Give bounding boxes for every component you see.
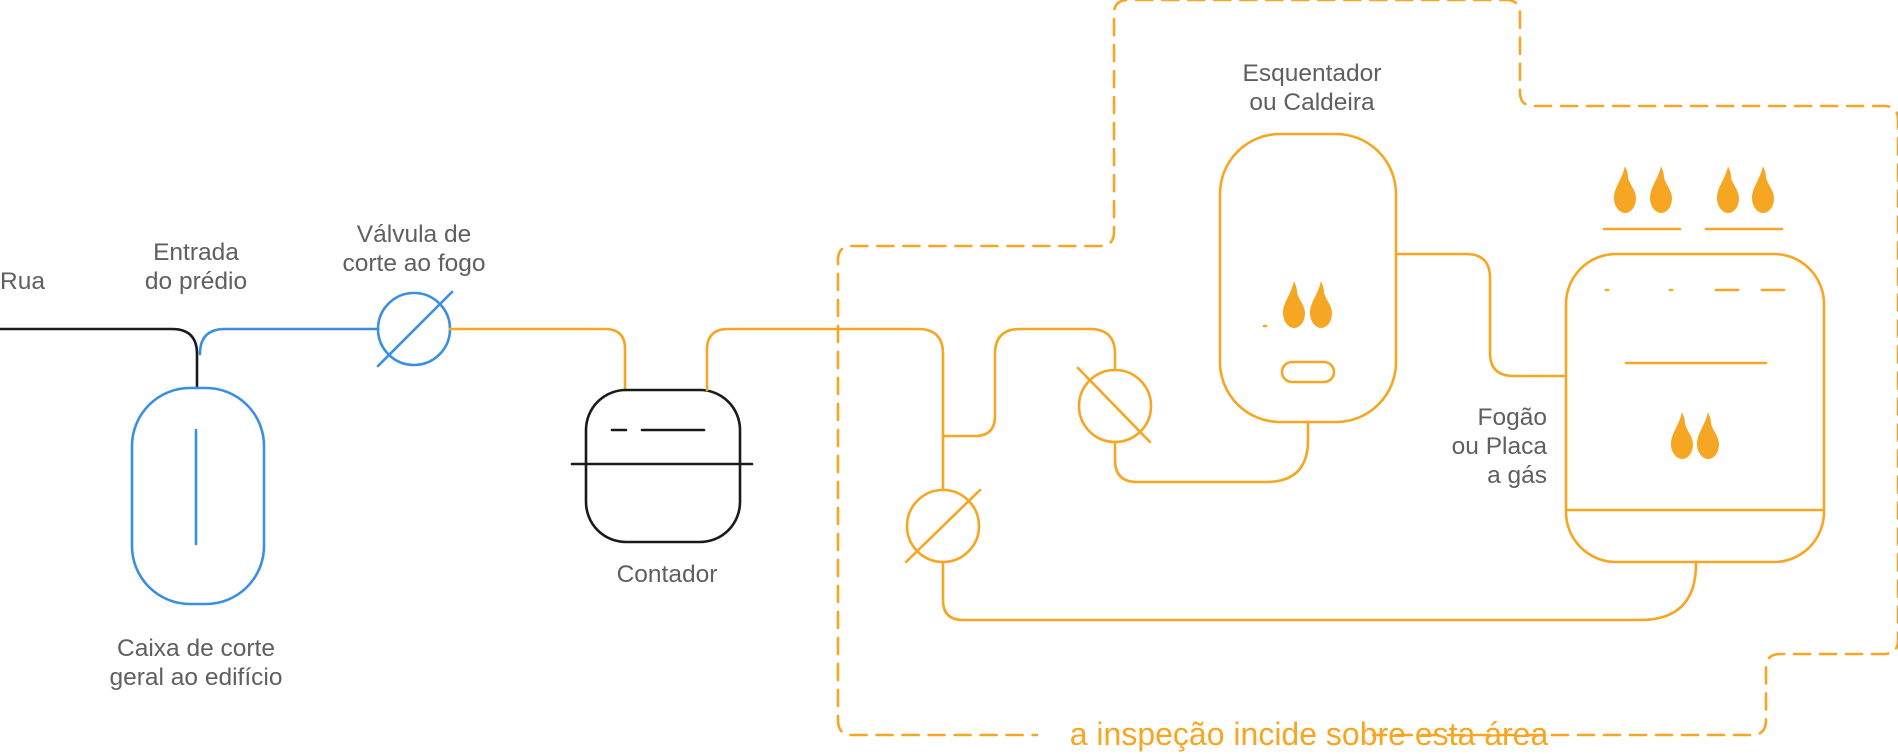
label-fire-valve-line1: Válvula de xyxy=(357,221,471,248)
street-pipe xyxy=(0,327,199,390)
flame-icon xyxy=(1717,166,1739,213)
heater-branch-pipe xyxy=(941,327,1117,438)
building-cutoff-box xyxy=(130,386,266,606)
label-meter: Contador xyxy=(617,561,718,588)
label-stove-line3: a gás xyxy=(1487,462,1547,489)
inspection-area-boundary xyxy=(836,0,1898,737)
gas-stove xyxy=(1564,227,1826,564)
heater-stove-link-pipe xyxy=(1394,252,1568,378)
stove-valve-icon xyxy=(904,488,982,564)
stove-supply-pipe xyxy=(941,560,1698,622)
gas-pipe-from-meter xyxy=(705,327,945,492)
gas-pipe-to-meter xyxy=(448,327,627,392)
fire-valve-icon xyxy=(376,290,454,368)
label-heater-line2: ou Caldeira xyxy=(1249,89,1375,116)
flame-icon xyxy=(1614,166,1636,213)
label-cutoff-box-line1: Caixa de corte xyxy=(117,635,275,662)
heater-valve-icon xyxy=(1076,366,1153,444)
label-inspection-area: a inspeção incide sobre esta área xyxy=(1070,716,1549,752)
inspection-caption-bg xyxy=(1038,712,1372,754)
flame-icon xyxy=(1671,412,1693,459)
flames-group xyxy=(1283,166,1774,459)
building-entrance-pipe xyxy=(198,327,380,356)
flame-icon xyxy=(1310,281,1332,328)
heater-supply-pipe xyxy=(1113,420,1310,484)
label-heater-line1: Esquentador xyxy=(1243,60,1382,87)
label-stove-line2: ou Placa xyxy=(1452,433,1548,460)
label-fire-valve-line2: corte ao fogo xyxy=(342,250,485,277)
flame-icon xyxy=(1283,281,1305,328)
label-building-entrance-line2: do prédio xyxy=(145,268,247,295)
gas-meter xyxy=(570,388,754,544)
water-heater xyxy=(1218,132,1398,424)
label-stove-line1: Fogão xyxy=(1478,404,1547,431)
label-building-entrance-line1: Entrada xyxy=(153,239,239,266)
label-cutoff-box-line2: geral ao edifício xyxy=(110,664,283,691)
flame-icon xyxy=(1752,166,1774,213)
flame-icon xyxy=(1697,412,1719,459)
flame-icon xyxy=(1650,166,1672,213)
label-street: Rua xyxy=(0,268,45,295)
